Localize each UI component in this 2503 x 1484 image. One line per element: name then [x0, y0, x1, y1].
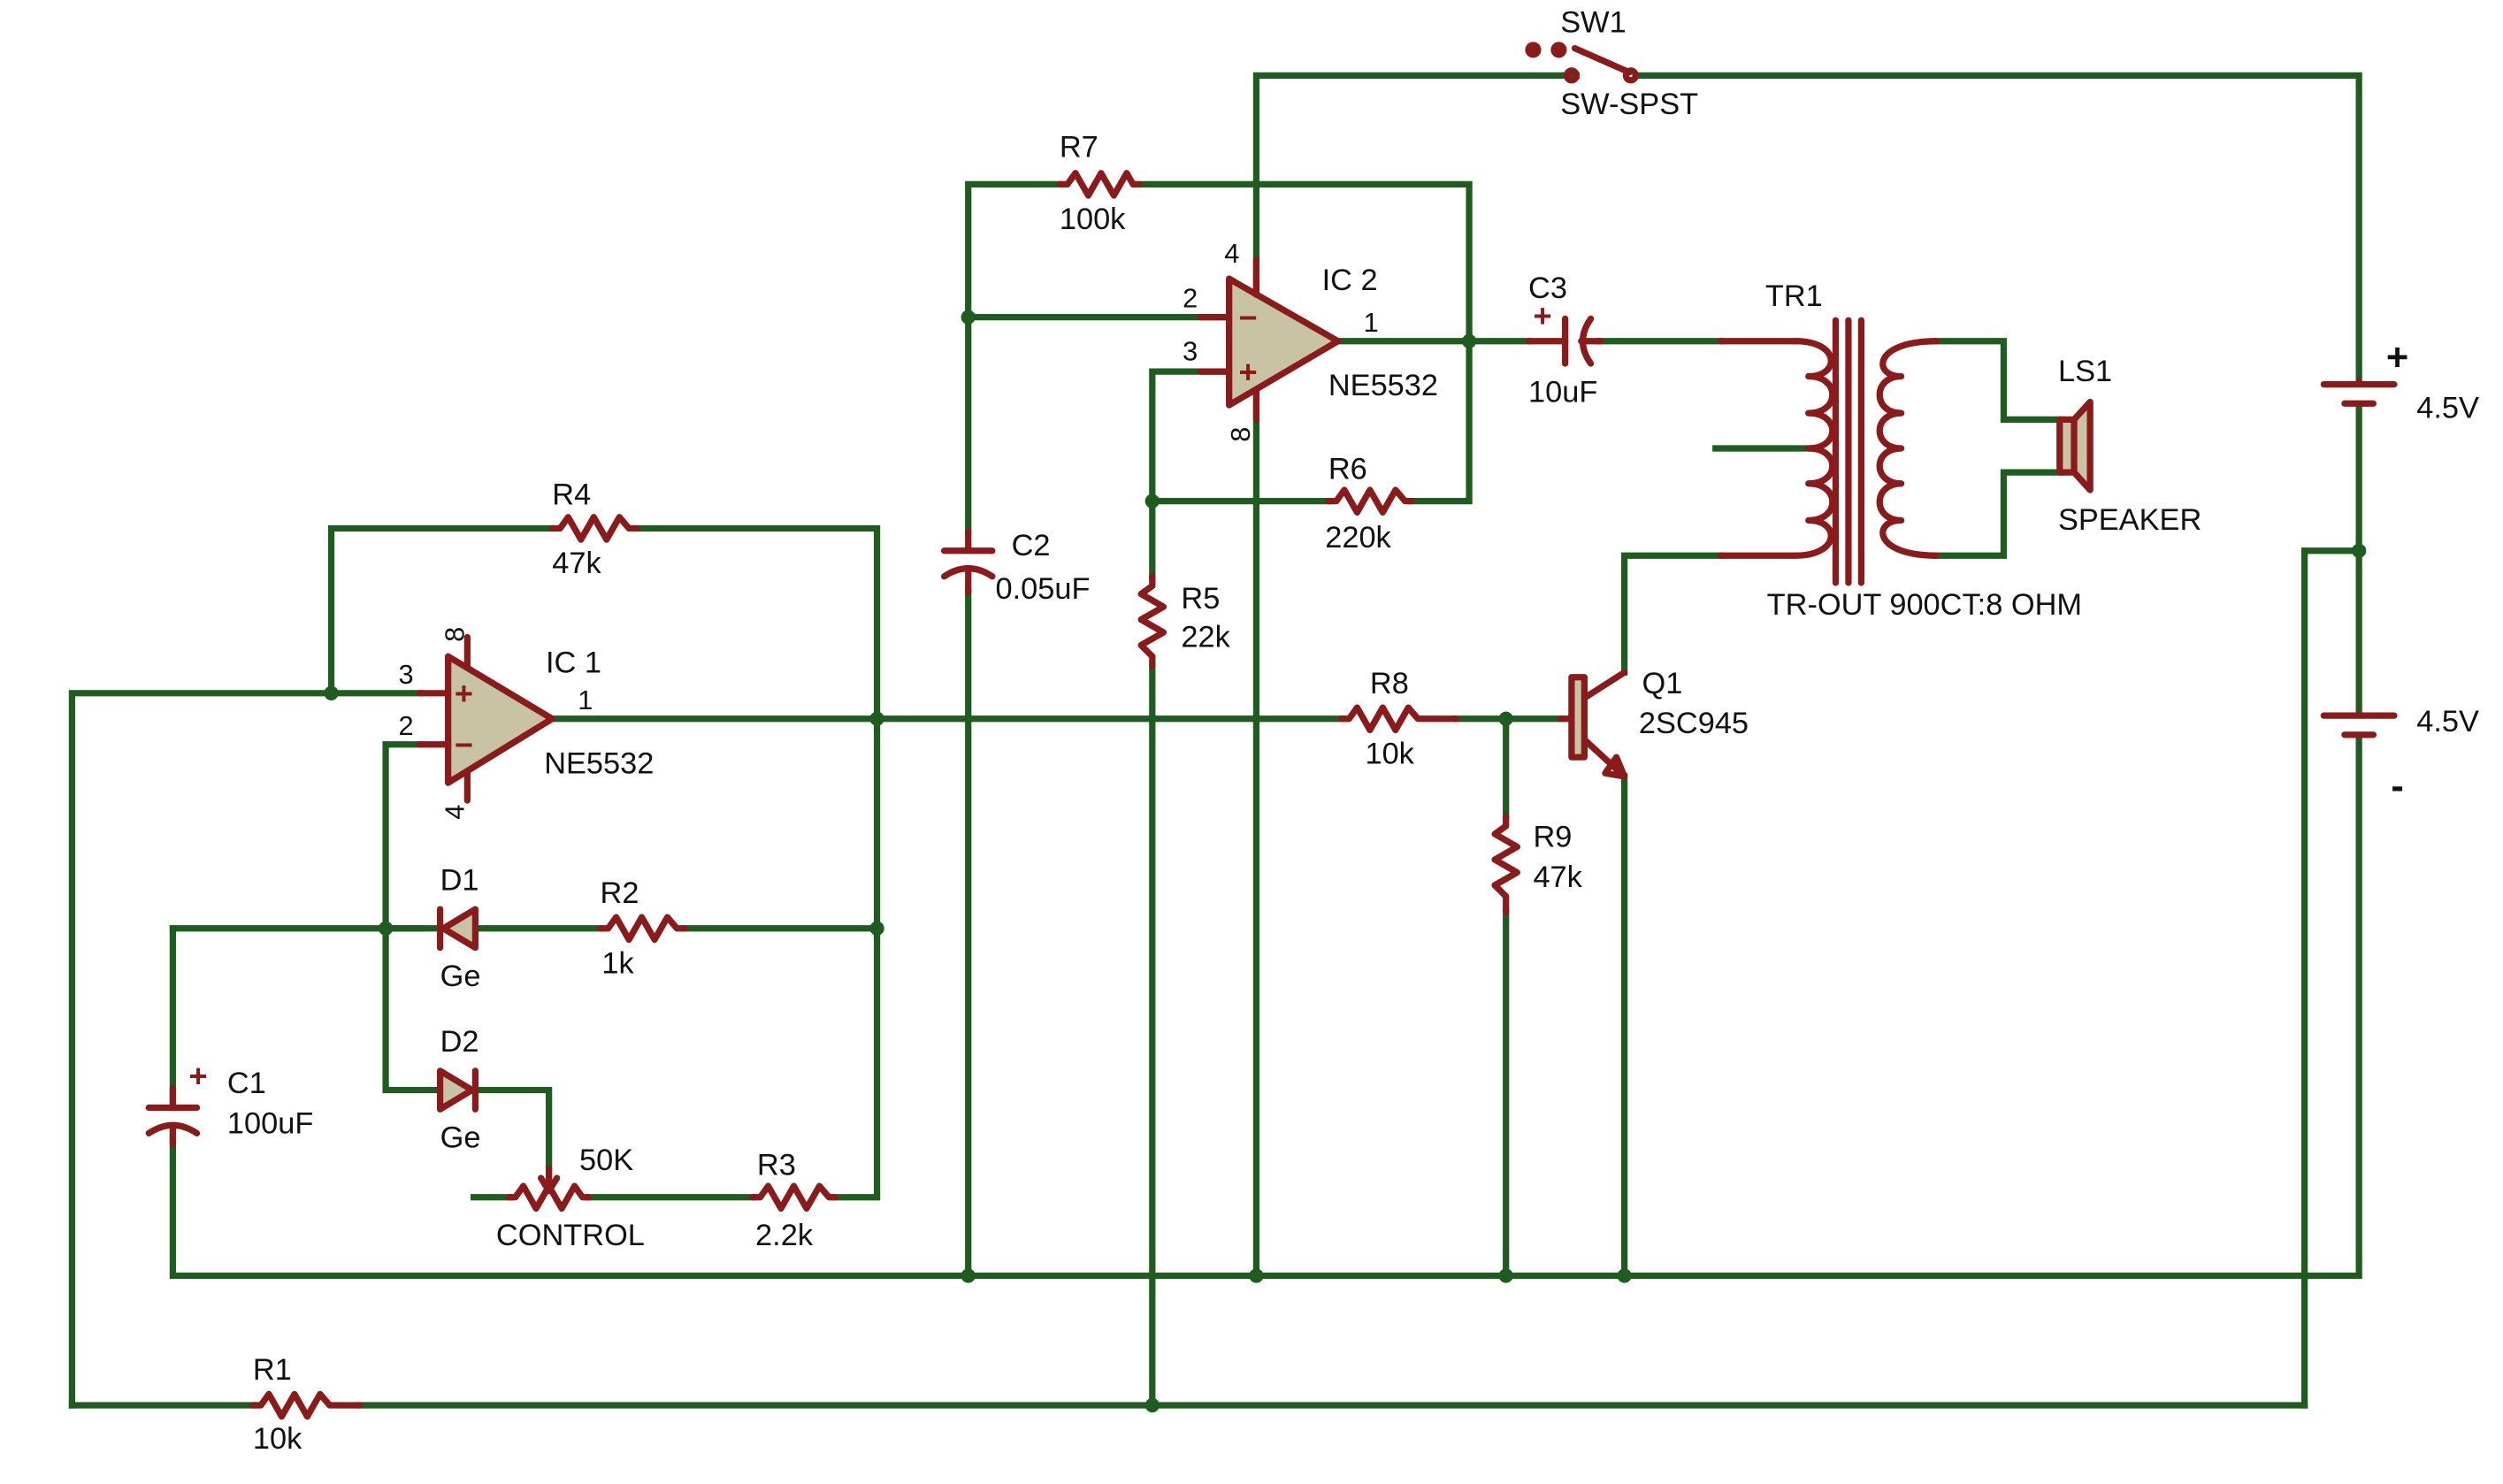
r9-value: 47k — [1533, 861, 1582, 894]
capacitor-c1: + C1 100uF — [145, 1058, 313, 1148]
ic2-pin-plus: 3 — [1183, 335, 1198, 366]
resistor-r9: R9 47k — [1491, 813, 1583, 916]
r1-value: 10k — [253, 1422, 302, 1456]
ic2-pin-minus: 2 — [1183, 283, 1198, 314]
resistor-r5: R5 22k — [1137, 573, 1231, 669]
sw1-type: SW-SPST — [1560, 88, 1698, 121]
ic1-plus-symbol: + — [455, 675, 473, 711]
switch-contact-icon — [1525, 42, 1542, 58]
r3-value: 2.2k — [755, 1219, 814, 1252]
sw1-ref: SW1 — [1560, 6, 1626, 40]
battery-minus-sign: - — [2391, 765, 2403, 807]
diode-d2: D2 Ge — [436, 1025, 481, 1155]
opamp-ic1: + − 3 2 1 8 4 IC 1 NE5532 — [399, 627, 654, 820]
r4-value: 47k — [552, 547, 601, 580]
d1-ref: D1 — [440, 863, 479, 897]
ic1-pin-bottom: 4 — [440, 805, 471, 820]
ic1-ref: IC 1 — [546, 646, 601, 679]
c2-value: 0.05uF — [995, 572, 1090, 606]
q1-part: 2SC945 — [1639, 707, 1749, 740]
resistor-r3: R3 2.2k — [748, 1148, 839, 1252]
r5-ref: R5 — [1181, 582, 1220, 616]
c1-plus-sign: + — [189, 1058, 208, 1094]
r5-value: 22k — [1181, 620, 1230, 654]
pot-value: 50K — [579, 1144, 633, 1177]
capacitor-c2: C2 0.05uF — [940, 528, 1090, 606]
resistor-r8: R8 10k — [1337, 667, 1460, 770]
tr1-ref: TR1 — [1765, 279, 1823, 313]
pot-name: CONTROL — [496, 1219, 645, 1252]
ic1-part: NE5532 — [544, 746, 654, 780]
r8-ref: R8 — [1370, 667, 1409, 700]
opamp-ic2: − + 2 3 1 4 8 IC 2 NE5532 — [1183, 238, 1438, 442]
speaker-ls1: LS1 SPEAKER — [2056, 355, 2201, 537]
ic1-pin-top: 8 — [440, 627, 471, 642]
capacitor-c3: + C3 10uF — [1525, 272, 1604, 409]
resistor-r2: R2 1k — [596, 876, 689, 980]
r9-ref: R9 — [1533, 821, 1572, 854]
bat2-value: 4.5V — [2416, 705, 2479, 738]
c3-ref: C3 — [1528, 272, 1567, 305]
ic2-pin-out: 1 — [1364, 307, 1379, 338]
battery-bottom: - 4.5V — [2320, 705, 2479, 807]
junction-dots — [324, 310, 2367, 1413]
switch-contact-icon — [1550, 42, 1567, 58]
ic1-pin-plus: 3 — [399, 659, 414, 690]
q1-ref: Q1 — [1642, 667, 1683, 700]
r7-ref: R7 — [1060, 131, 1098, 164]
ic2-plus-symbol: + — [1239, 354, 1258, 390]
ic2-pin-top: 4 — [1224, 238, 1239, 269]
ic2-ref: IC 2 — [1322, 264, 1378, 297]
r3-ref: R3 — [757, 1148, 796, 1182]
ic2-part: NE5532 — [1328, 369, 1438, 402]
ic2-pin-bottom: 8 — [1225, 427, 1256, 442]
bat1-value: 4.5V — [2416, 392, 2479, 425]
battery-top: + 4.5V — [2320, 336, 2479, 425]
c1-ref: C1 — [227, 1067, 266, 1100]
c3-plus-sign: + — [1533, 297, 1551, 333]
resistor-r6: R6 220k — [1325, 452, 1415, 555]
resistor-r4: R4 47k — [548, 478, 640, 580]
ls1-ref: LS1 — [2058, 355, 2112, 388]
diode-d1: D1 Ge — [436, 863, 481, 993]
r6-value: 220k — [1325, 521, 1391, 555]
r6-ref: R6 — [1328, 452, 1367, 486]
r7-value: 100k — [1060, 203, 1126, 236]
ls1-type: SPEAKER — [2058, 503, 2201, 537]
resistor-r7: R7 100k — [1056, 131, 1143, 236]
transistor-q1: Q1 2SC945 — [1557, 667, 1749, 780]
d1-type: Ge — [440, 960, 481, 993]
r1-ref: R1 — [253, 1353, 292, 1387]
transformer-tr1: TR1 TR-OUT 900CT:8 OHM — [1717, 279, 2082, 622]
tr1-type: TR-OUT 900CT:8 OHM — [1767, 588, 2082, 622]
c3-value: 10uF — [1528, 375, 1597, 409]
r2-value: 1k — [601, 946, 634, 980]
c2-ref: C2 — [1012, 529, 1051, 562]
ic1-pin-out: 1 — [578, 685, 593, 715]
c1-value: 100uF — [227, 1106, 313, 1140]
d2-type: Ge — [440, 1121, 481, 1155]
ic2-minus-symbol: − — [1239, 299, 1258, 335]
battery-plus-sign: + — [2386, 336, 2408, 379]
potentiometer-control: 50K CONTROL — [496, 1144, 645, 1252]
ic1-pin-minus: 2 — [399, 710, 414, 741]
r2-ref: R2 — [601, 876, 639, 910]
ic1-minus-symbol: − — [455, 726, 473, 762]
d2-ref: D2 — [440, 1025, 479, 1059]
resistor-r1: R1 10k — [249, 1353, 364, 1456]
switch-sw1: SW1 SW-SPST — [1525, 6, 1698, 121]
r4-ref: R4 — [552, 478, 591, 511]
wires — [68, 72, 2362, 1409]
r8-value: 10k — [1365, 737, 1414, 770]
